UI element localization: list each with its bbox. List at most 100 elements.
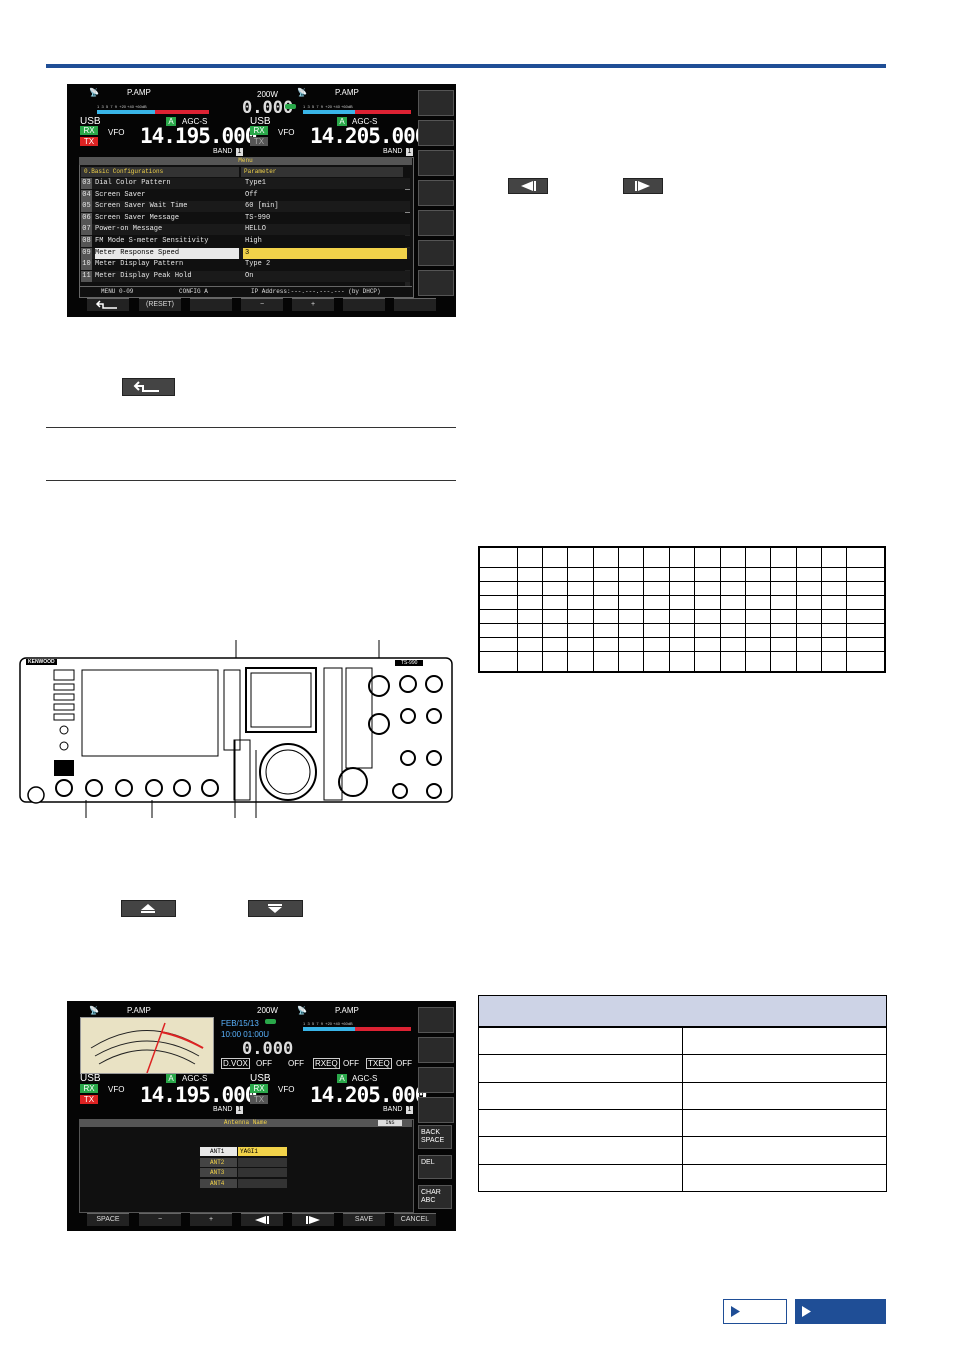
left-softkey[interactable] <box>241 1213 283 1226</box>
character-grid <box>478 546 886 673</box>
grid-cell <box>541 595 569 610</box>
a-badge-left-2: A <box>166 1074 176 1083</box>
side-key[interactable] <box>418 1097 454 1123</box>
grid-cell <box>795 636 823 652</box>
grid-cell <box>821 608 848 624</box>
grid-cell <box>516 650 543 673</box>
softkey-label: + <box>208 1216 214 1223</box>
side-key[interactable] <box>418 90 454 116</box>
info-table-cell <box>681 1026 887 1056</box>
menu-row-number: 09 <box>81 247 92 259</box>
grid-cell <box>821 636 848 652</box>
side-key[interactable] <box>418 1067 454 1093</box>
menu-group-header: 0.Basic Configurations <box>81 167 239 177</box>
return-key[interactable] <box>122 378 175 396</box>
menu-row-name: Meter Display Pattern <box>95 260 184 269</box>
a-badge-right-2: A <box>337 1074 347 1083</box>
side-key[interactable] <box>418 180 454 206</box>
grid-cell <box>668 636 696 652</box>
softkey[interactable]: − <box>139 1213 181 1226</box>
info-table-cell <box>681 1163 887 1193</box>
side-key[interactable] <box>418 270 454 296</box>
vfo-right-2: VFO <box>278 1085 295 1094</box>
pamp-right-2: P.AMP <box>335 1006 359 1015</box>
left-key[interactable] <box>508 178 548 194</box>
prev-nav-box[interactable] <box>723 1299 787 1324</box>
menu-row-number: 06 <box>81 212 92 224</box>
grid-cell <box>541 581 569 597</box>
softkey-label: (RESET) <box>146 301 174 308</box>
right-key[interactable] <box>623 178 663 194</box>
softkey[interactable]: SAVE <box>343 1213 385 1226</box>
analog-meter <box>80 1017 214 1074</box>
grid-cell <box>592 581 620 597</box>
antenna-name-field[interactable] <box>238 1168 287 1177</box>
grid-cell <box>846 608 886 624</box>
grid-cell <box>770 595 797 610</box>
right-arrow-icon <box>635 181 650 191</box>
grid-cell <box>567 636 594 652</box>
softkey[interactable]: (RESET) <box>139 298 181 311</box>
grid-cell <box>694 567 721 583</box>
softkey[interactable]: + <box>190 1213 232 1226</box>
antenna-name-field[interactable] <box>238 1157 287 1167</box>
softkey[interactable]: − <box>241 298 283 311</box>
grid-cell <box>744 595 772 610</box>
grid-cell <box>643 567 670 583</box>
grid-cell <box>643 622 670 638</box>
antenna-panel-title: Antenna Name <box>79 1119 412 1127</box>
softkey[interactable] <box>343 298 385 311</box>
next-nav-box[interactable] <box>795 1299 886 1324</box>
side-key[interactable] <box>418 240 454 266</box>
side-key[interactable] <box>418 210 454 236</box>
side-key[interactable] <box>418 150 454 176</box>
mode-right: USB <box>250 116 271 127</box>
antenna-name-field[interactable]: YAGI1 <box>238 1147 287 1156</box>
softkey[interactable]: SPACE <box>87 1213 129 1226</box>
right-softkey[interactable] <box>292 1213 334 1226</box>
grid-cell <box>770 581 797 597</box>
side-key[interactable] <box>418 120 454 146</box>
grid-cell <box>592 595 620 610</box>
pamp-left: P.AMP <box>127 88 151 97</box>
split-indicator-2 <box>265 1019 276 1024</box>
side-key[interactable] <box>418 1007 454 1033</box>
return-softkey[interactable] <box>87 298 129 311</box>
tx-badge-left: TX <box>80 137 98 146</box>
del-label: DEL <box>421 1159 435 1166</box>
del-key[interactable]: DEL <box>418 1155 452 1179</box>
softkey[interactable] <box>190 298 232 311</box>
menu-row-name: Screen Saver <box>95 190 146 199</box>
grid-cell <box>694 650 721 673</box>
menu-row-name: Screen Saver Message <box>95 213 180 222</box>
info-table-cell <box>478 1026 683 1056</box>
antenna-name-field[interactable] <box>238 1178 287 1188</box>
softkey[interactable] <box>394 298 436 311</box>
up-key[interactable] <box>121 900 176 917</box>
txeq-badge: TXEQ <box>366 1058 392 1069</box>
grid-cell <box>541 608 569 624</box>
s-meter-right: 1 3 5 7 9 +20 +40 +60dB <box>303 104 411 115</box>
grid-cell <box>770 546 797 569</box>
side-key[interactable] <box>418 1037 454 1063</box>
softkey[interactable]: CANCEL <box>394 1213 436 1226</box>
grid-cell <box>821 595 848 610</box>
char-abc-key[interactable]: CHAR ABC <box>418 1185 452 1209</box>
down-key[interactable] <box>248 900 303 917</box>
grid-cell <box>846 581 886 597</box>
left-arrow-icon <box>521 181 536 191</box>
back-space-key[interactable]: BACK SPACE <box>418 1125 452 1149</box>
grid-cell <box>541 650 569 673</box>
mode-left: USB <box>80 116 101 127</box>
softkey[interactable]: + <box>292 298 334 311</box>
vfo-left-2: VFO <box>108 1085 125 1094</box>
